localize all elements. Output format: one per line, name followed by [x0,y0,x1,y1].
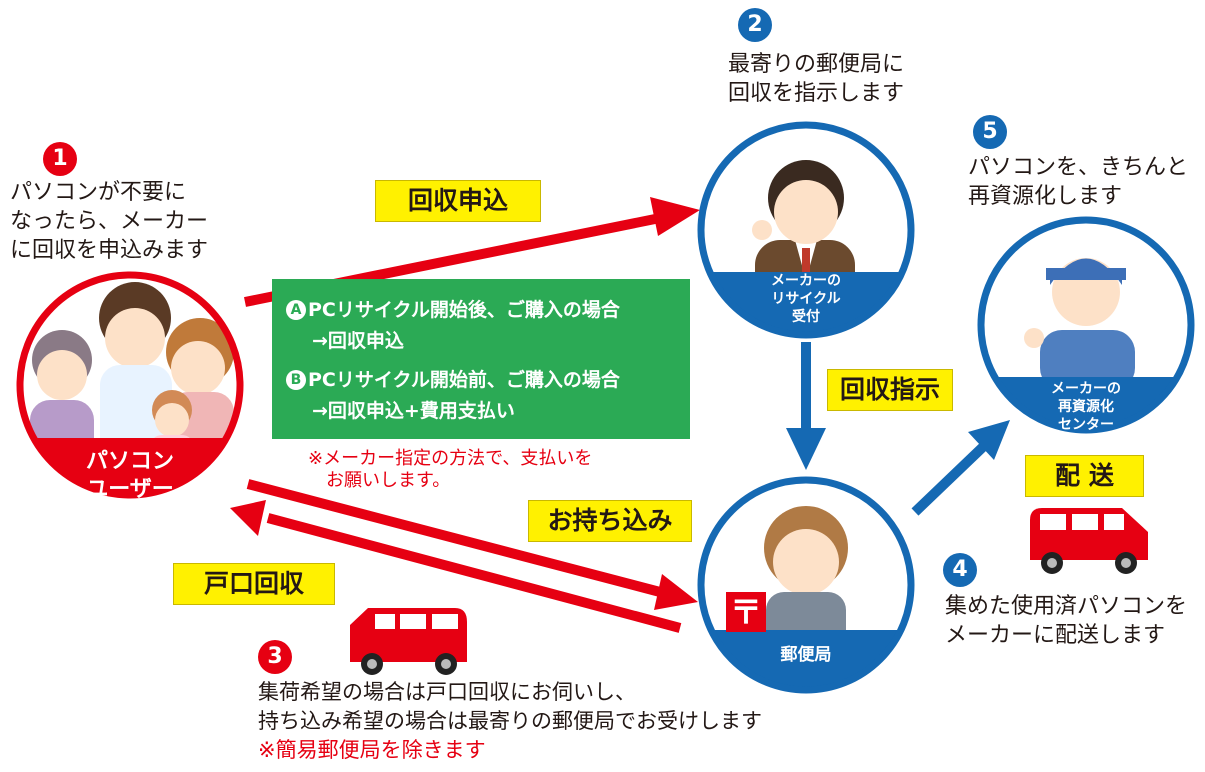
red-van-door-pickup [350,608,467,675]
case-a-badge: A [286,300,306,320]
label-door-pickup: 戸口回収 [173,563,335,605]
arrow-door-pickup [230,500,682,633]
user-label-line: パソコン [85,449,174,474]
step-number-2: 2 [738,8,772,42]
case-a-text: PCリサイクル開始後、ご購入の場合 [308,299,620,321]
payment-note-line: お願いします。 [326,470,451,491]
step5-description: パソコンを、きちんと 再資源化します [968,153,1188,211]
case-b-badge: B [286,370,306,390]
step1-description: パソコンが不要に なったら、メーカー に回収を申込みます [10,178,208,265]
arrow-instruct [786,342,826,470]
center-circle-label: メーカーの 再資源化 センター [986,380,1186,434]
arrow-carry-in [246,479,698,610]
payment-note: ※メーカー指定の方法で、支払いを お願いします。 [308,448,592,492]
arrow-delivery [911,420,1010,516]
step2-description: 最寄りの郵便局に 回収を指示します [728,50,904,108]
center-label-line: センター [1058,417,1114,433]
step-number-1: 1 [43,142,77,176]
post-mark-icon: 〒 [729,593,762,631]
step2-line: 回収を指示します [728,81,905,106]
label-instruct: 回収指示 [827,369,953,411]
step3-line: 持ち込み希望の場合は最寄りの郵便局でお受けします [258,709,762,733]
step-number-5: 5 [973,115,1007,149]
step5-line: 再資源化します [968,184,1123,209]
maker-circle-label: メーカーの リサイクル 受付 [706,272,906,326]
case-a-line2: →回収申込 [312,330,404,352]
post-label-line: 郵便局 [780,645,832,665]
label-delivery: 配 送 [1025,455,1144,497]
maker-label-line: メーカーの [771,273,841,289]
center-label-line: 再資源化 [1058,399,1114,415]
step2-line: 最寄りの郵便局に [728,52,905,77]
case-b-line2: →回収申込+費用支払い [312,400,515,422]
center-label-line: メーカーの [1051,381,1121,397]
step5-line: パソコンを、きちんと [968,155,1189,180]
step-number-3: 3 [258,640,292,674]
step4-description: 集めた使用済パソコンを メーカーに配送します [945,592,1187,650]
step-number-4: 4 [943,553,977,587]
post-circle-label: 郵便局 [706,644,906,666]
step3-description: 集荷希望の場合は戸口回収にお伺いし、 持ち込み希望の場合は最寄りの郵便局でお受け… [258,678,762,765]
step1-line: に回収を申込みます [10,238,209,263]
maker-label-line: リサイクル [771,291,841,307]
step1-line: パソコンが不要に [10,180,187,205]
post-office-circle [697,476,915,694]
step3-line: 集荷希望の場合は戸口回収にお伺いし、 [258,680,636,704]
label-apply: 回収申込 [375,180,541,222]
case-b-text: PCリサイクル開始前、ご購入の場合 [308,369,620,391]
label-carry-in: お持ち込み [528,500,692,542]
user-label-line: ユーザー [86,477,174,502]
step4-line: 集めた使用済パソコンを [945,594,1188,619]
step4-line: メーカーに配送します [945,623,1166,648]
red-van-delivery [1030,508,1148,574]
user-circle-label: パソコン ユーザー [30,448,230,504]
maker-label-line: 受付 [792,309,820,325]
step3-note: ※簡易郵便局を除きます [258,738,486,762]
step1-line: なったら、メーカー [10,209,209,234]
payment-note-line: ※メーカー指定の方法で、支払いを [308,448,593,469]
user-circle [16,271,244,499]
